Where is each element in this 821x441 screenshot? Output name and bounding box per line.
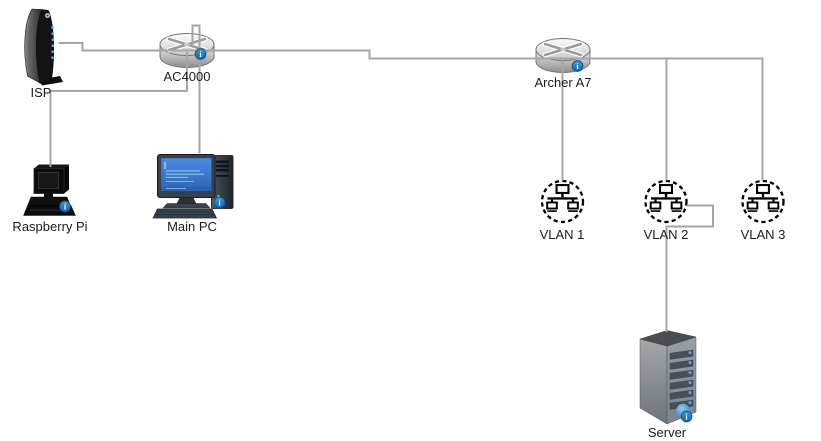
node-label-vlan2[interactable]: VLAN 2	[643, 227, 689, 242]
node-label-vlan3[interactable]: VLAN 3	[740, 227, 786, 242]
info-badge-raspberry-pi	[59, 200, 71, 213]
edge-ac4000-archer-a7[interactable]	[187, 49, 563, 60]
node-label-vlan1[interactable]: VLAN 1	[539, 227, 585, 242]
node-label-server[interactable]: Server	[647, 425, 687, 440]
node-label-ac4000[interactable]: AC4000	[163, 69, 211, 84]
edge-archer-a7-vlan3[interactable]	[563, 57, 764, 181]
edge-vlan2-server[interactable]	[665, 204, 714, 333]
node-label-main-pc[interactable]: Main PC	[167, 219, 217, 234]
vlan2-lan-icon[interactable]	[644, 179, 688, 224]
cable-modem-icon[interactable]	[24, 8, 63, 86]
info-badge-ac4000	[194, 48, 207, 60]
edge-ac4000-main-pc[interactable]	[191, 24, 201, 154]
info-badge-main-pc	[213, 196, 226, 209]
info-badge-archer-a7	[571, 60, 584, 72]
node-label-isp[interactable]: ISP	[30, 85, 52, 100]
info-badge-server	[680, 410, 693, 423]
server-tower-icon[interactable]	[639, 330, 697, 425]
raspberry-pi-icon[interactable]	[23, 164, 76, 216]
desktop-pc-icon[interactable]	[152, 154, 234, 219]
node-label-archer-a7[interactable]: Archer A7	[534, 75, 592, 90]
node-label-raspberry-pi[interactable]: Raspberry Pi	[12, 219, 88, 234]
edge-isp-ac4000[interactable]	[58, 42, 188, 52]
node-icons	[23, 8, 785, 425]
vlan3-lan-icon[interactable]	[741, 179, 785, 224]
info-badges	[59, 48, 693, 423]
vlan1-lan-icon[interactable]	[540, 179, 585, 224]
connectors	[49, 24, 764, 333]
edge-ac4000-raspberry-pi[interactable]	[49, 52, 188, 167]
